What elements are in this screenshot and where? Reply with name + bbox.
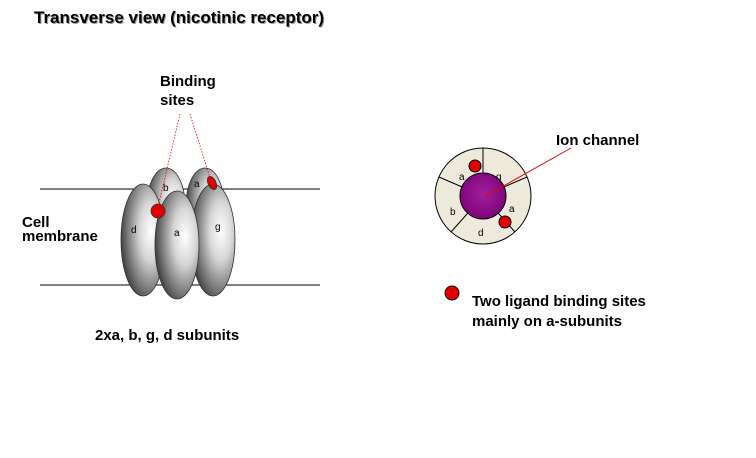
- legend-text-line1: Two ligand binding sites: [472, 293, 646, 310]
- binding-site-top-upper: [468, 159, 482, 173]
- subunit-label-a-back: a: [194, 179, 200, 190]
- ion-channel-center: [459, 172, 507, 220]
- legend-text: Two ligand binding sites mainly on a-sub…: [472, 292, 646, 332]
- top-label-g: g: [496, 172, 502, 183]
- top-label-d: d: [478, 228, 484, 239]
- subunit-label-g: g: [215, 222, 221, 233]
- subunit-a-front: [154, 190, 200, 300]
- ion-channel-label: Ion channel: [556, 132, 640, 149]
- page-title: Transverse view (nicotinic receptor): [34, 8, 325, 27]
- legend-binding-site-dot: [444, 285, 460, 301]
- top-label-a-upper: a: [459, 172, 465, 183]
- binding-guide-line-right: [189, 113, 211, 179]
- cell-membrane-label: Cell membrane: [22, 214, 98, 245]
- subunit-label-a-front: a: [174, 228, 180, 239]
- cell-membrane-label-line1: Cell: [22, 214, 50, 231]
- binding-guide-line-left: [157, 113, 181, 208]
- binding-site-side-right: [206, 176, 218, 190]
- binding-site-side-left: [150, 203, 166, 219]
- subunit-label-d: d: [131, 225, 137, 236]
- binding-site-top-lower: [498, 215, 512, 229]
- top-label-b: b: [450, 207, 456, 218]
- top-label-a-lower: a: [509, 204, 515, 215]
- ion-channel-pointer: [483, 147, 572, 198]
- subunit-label-b-back: b: [163, 183, 169, 194]
- cell-membrane-label-line2: membrane: [22, 228, 98, 245]
- binding-sites-label-line2: sites: [160, 92, 195, 109]
- binding-sites-label: Binding sites: [160, 72, 216, 110]
- binding-sites-label-line1: Binding: [160, 73, 216, 90]
- subunits-caption: 2xa, b, g, d subunits: [95, 327, 240, 344]
- legend-text-line2: mainly on a-subunits: [472, 313, 623, 330]
